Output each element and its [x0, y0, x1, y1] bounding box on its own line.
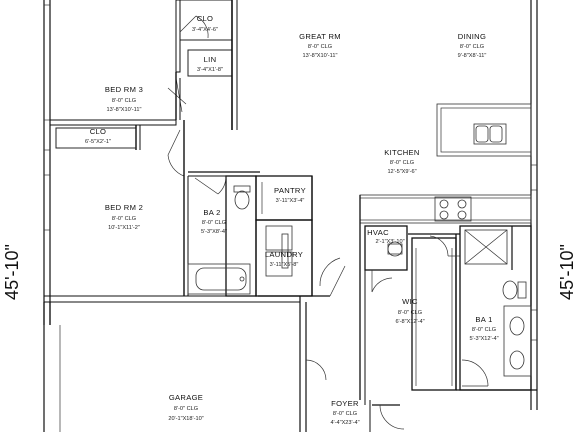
room-name: FOYER: [331, 399, 359, 408]
room-hvac: HVAC 2'-1"X3'-10": [367, 228, 404, 245]
room-dims: 4'-4"X23'-4": [330, 420, 359, 426]
room-dims: 6'-5"X2'-1": [85, 139, 111, 145]
room-dims: 3'-11"X5'-8": [270, 262, 299, 268]
room-ceiling: 8'-0" CLG: [333, 411, 357, 417]
room-name: BED RM 2: [105, 203, 143, 212]
room-dims: 3'-4"X1'-8": [197, 67, 223, 73]
room-ceiling: 8'-0" CLG: [460, 44, 484, 50]
room-dining: DINING 8'-0" CLG 9'-8"X8'-11": [458, 32, 487, 59]
room-bed-rm-2: BED RM 2 8'-0" CLG 10'-1"X11'-2": [105, 203, 143, 231]
room-dims: 5'-3"X12'-4": [469, 336, 498, 342]
room-name: BA 2: [203, 208, 220, 217]
room-dims: 13'-8"X10'-11": [303, 53, 338, 59]
room-name: BA 1: [475, 315, 492, 324]
room-ba-2: BA 2 8'-0" CLG 5'-3"X8'-4": [201, 208, 227, 235]
room-bed-rm-3: BED RM 3 8'-0" CLG 13'-8"X10'-11": [105, 85, 143, 113]
room-name: CLO: [197, 14, 214, 23]
interior-walls-master: [359, 195, 537, 432]
room-name: KITCHEN: [384, 148, 419, 157]
room-dims: 3'-4"X4'-6": [192, 27, 218, 33]
room-name: LIN: [204, 55, 217, 64]
room-dims: 13'-8"X10'-11": [107, 107, 142, 113]
room-name: HVAC: [367, 228, 389, 237]
room-ceiling: 8'-0" CLG: [112, 216, 136, 222]
room-wic: WIC 8'-0" CLG 6'-8"X12'-4": [395, 297, 424, 325]
room-ceiling: 8'-0" CLG: [390, 160, 414, 166]
kitchen-fixtures: [359, 103, 532, 224]
room-ceiling: 8'-0" CLG: [202, 220, 226, 226]
room-name: DINING: [458, 32, 486, 41]
room-ba-1: BA 1 8'-0" CLG 5'-3"X12'-4": [469, 315, 498, 342]
room-kitchen: KITCHEN 8'-0" CLG 12'-5"X9'-6": [384, 148, 419, 175]
room-foyer: FOYER 8'-0" CLG 4'-4"X23'-4": [330, 399, 359, 426]
interior-walls-bedrooms: [49, 0, 260, 297]
room-dims: 10'-1"X11'-2": [108, 225, 140, 231]
dimension-left: 45'-10": [2, 244, 22, 300]
room-lin: LIN 3'-4"X1'-8": [197, 55, 223, 73]
ba2-fixtures: [187, 185, 251, 295]
room-ceiling: 8'-0" CLG: [308, 44, 332, 50]
pantry-laundry: [255, 175, 346, 297]
room-dims: 12'-5"X9'-6": [387, 169, 416, 175]
room-dims: 20'-1"X18'-10": [168, 416, 203, 422]
room-name: GARAGE: [169, 393, 203, 402]
room-dims: 2'-1"X3'-10": [375, 239, 404, 245]
room-dims: 5'-3"X8'-4": [201, 229, 227, 235]
room-ceiling: 8'-0" CLG: [472, 327, 496, 333]
room-name: GREAT RM: [299, 32, 341, 41]
room-name: CLO: [90, 127, 107, 136]
room-ceiling: 8'-0" CLG: [112, 98, 136, 104]
room-great-rm: GREAT RM 8'-0" CLG 13'-8"X10'-11": [299, 32, 341, 59]
room-name: BED RM 3: [105, 85, 143, 94]
room-pantry: PANTRY 3'-11"X3'-4": [274, 186, 306, 204]
dimension-right: 45'-10": [557, 244, 576, 300]
room-clo-top: CLO 3'-4"X4'-6": [192, 14, 218, 33]
room-clo-mid: CLO 6'-5"X2'-1": [85, 127, 111, 145]
room-dims: 3'-11"X3'-4": [276, 198, 305, 204]
exterior-walls: [43, 0, 538, 432]
room-ceiling: 8'-0" CLG: [398, 310, 422, 316]
room-name: LAUNDRY: [265, 250, 303, 259]
room-name: PANTRY: [274, 186, 306, 195]
room-garage: GARAGE 8'-0" CLG 20'-1"X18'-10": [168, 393, 203, 422]
room-ceiling: 8'-0" CLG: [174, 406, 198, 412]
room-dims: 9'-8"X8'-11": [458, 53, 487, 59]
room-dims: 6'-8"X12'-4": [395, 319, 424, 325]
room-laundry: LAUNDRY 3'-11"X5'-8": [265, 250, 303, 268]
room-name: WIC: [402, 297, 418, 306]
